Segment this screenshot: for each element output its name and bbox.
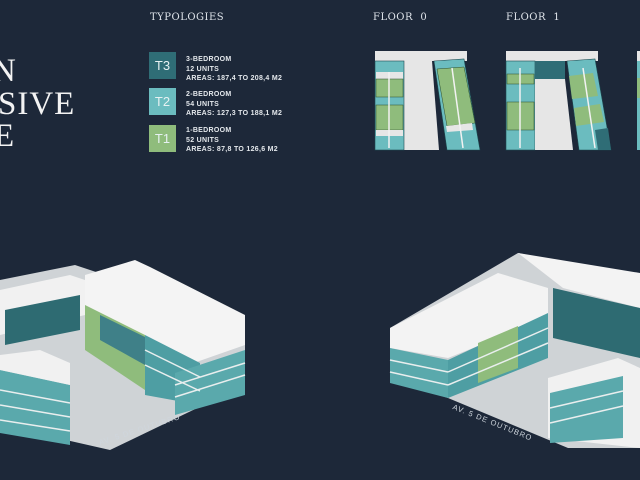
t2-info: 2-BEDROOM 54 UNITS AREAS: 127,3 TO 188,1… — [186, 90, 282, 119]
t1-info: 1-BEDROOM 52 UNITS AREAS: 87,8 TO 126,6 … — [186, 126, 278, 155]
floor-0-plan[interactable] — [372, 48, 482, 153]
t3-type: 3-BEDROOM — [186, 56, 232, 63]
t1-swatch: T1 — [149, 125, 176, 152]
typologies-heading: TYPOLOGIES — [150, 12, 225, 23]
title-line-1: N — [0, 53, 17, 89]
title-line-2: SIVE — [0, 86, 76, 122]
building-render-left — [0, 260, 246, 450]
t2-swatch: T2 — [149, 88, 176, 115]
title-line-3: E — [0, 118, 16, 154]
t3-info: 3-BEDROOM 12 UNITS AREAS: 187,4 TO 208,4… — [186, 55, 282, 84]
floor-1-label: FLOOR 1 — [506, 12, 561, 23]
t2-units: 54 UNITS — [186, 100, 220, 108]
t3-areas: AREAS: 187,4 TO 208,4 M2 — [186, 75, 283, 82]
t3-swatch: T3 — [149, 52, 176, 79]
t2-type: 2-BEDROOM — [186, 91, 232, 98]
floor-1-plan[interactable] — [503, 48, 613, 153]
building-render-right — [389, 253, 640, 448]
t1-units: 52 UNITS — [186, 136, 220, 144]
floor-0-label: FLOOR 0 — [373, 12, 428, 23]
t1-areas: AREAS: 87,8 TO 126,6 M2 — [186, 146, 278, 153]
t1-type: 1-BEDROOM — [186, 127, 232, 134]
t2-areas: AREAS: 127,3 TO 188,1 M2 — [186, 110, 283, 117]
t3-units: 12 UNITS — [186, 65, 220, 73]
floor-2-plan-partial[interactable] — [636, 48, 640, 153]
